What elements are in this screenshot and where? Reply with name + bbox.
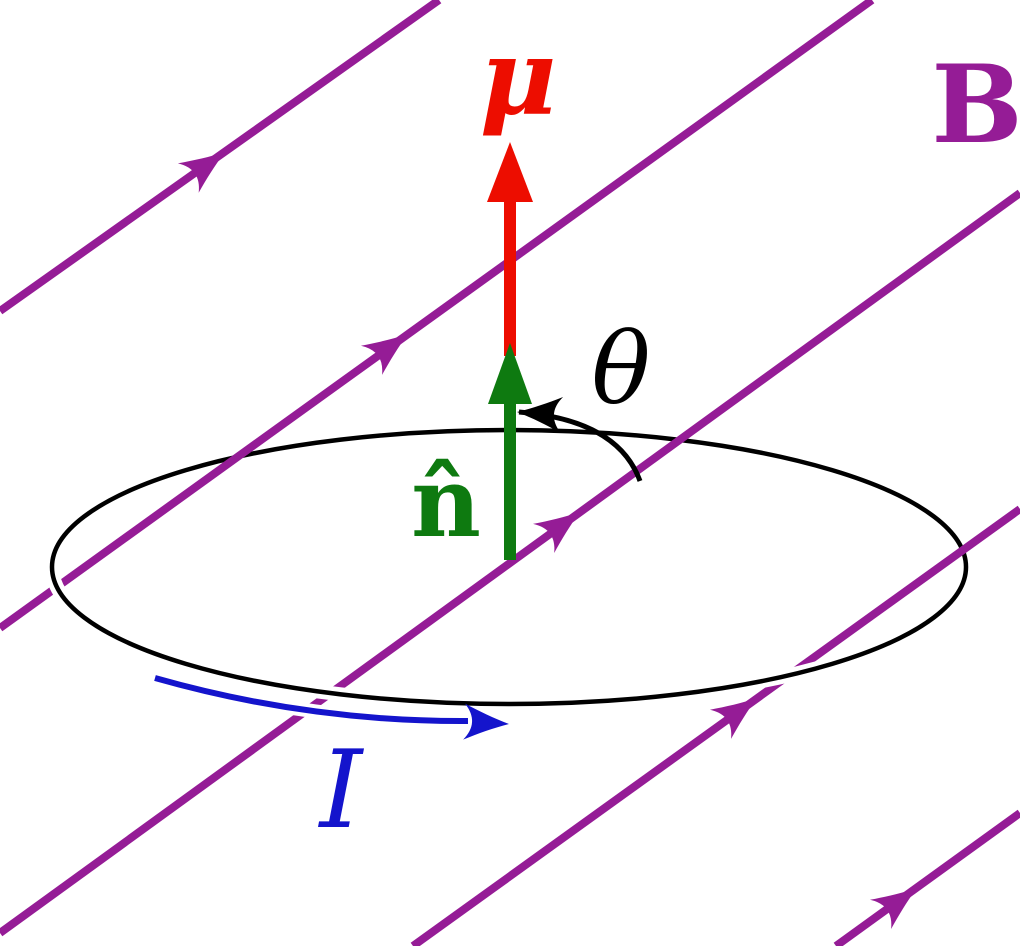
field-line — [410, 505, 1020, 946]
normal-vector-label: n̂ — [411, 446, 481, 559]
magnetic-moment-arrow — [487, 142, 533, 356]
current-direction-arc — [154, 675, 469, 725]
normal-vector-arrow — [488, 343, 532, 560]
magnetic-field-label: B — [931, 42, 1020, 168]
magnetic-moment-label: μ — [479, 14, 557, 139]
current-loop-front-edge — [49, 566, 969, 707]
theta-angle-label: θ — [591, 313, 651, 427]
normal-vector-arrowhead — [488, 343, 532, 404]
magnetic-moment-arrowhead — [487, 142, 533, 202]
current-label: I — [319, 728, 363, 853]
field-line — [833, 809, 1020, 946]
field-line — [0, 0, 875, 632]
field-line — [0, 189, 1020, 937]
